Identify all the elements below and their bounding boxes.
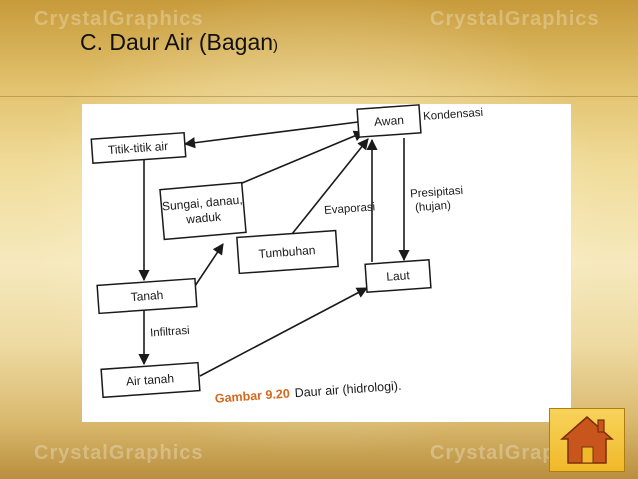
label-evaporasi: Evaporasi [324,201,376,217]
label-kondensasi: Kondensasi [423,107,484,123]
label-titik: Titik-titik air [107,139,168,157]
arrow-tanah-to-sungai [194,243,224,287]
box-sungai [159,181,247,241]
label-laut: Laut [386,268,411,284]
watermark-top-left: CrystalGraphics [34,8,204,30]
label-airtanah: Air tanah [126,371,175,388]
label-awan: Awan [374,113,405,129]
arrow-awan-to-titik [183,121,359,149]
box-titik [90,131,187,164]
diagram-canvas: Awan Titik-titik air Sungai, danau, wadu… [90,104,484,406]
home-icon [560,416,614,464]
label-presipitasi-line2: (hujan) [415,200,452,214]
caption-text: Daur air (hidrologi). [294,379,402,400]
arrow-airtanah-to-laut [199,287,368,377]
home-button[interactable] [549,408,625,472]
watermark-top-right: CrystalGraphics [430,8,600,30]
box-laut [364,259,432,293]
arrow-tumbuhan-to-awan [291,138,369,235]
label-tanah: Tanah [130,288,164,304]
label-tumbuhan: Tumbuhan [258,243,316,261]
box-airtanah [100,361,201,399]
watermark-bottom-left: CrystalGraphics [34,442,204,464]
diagram-caption: Gambar 9.20 Daur air (hidrologi). [214,379,402,406]
label-presipitasi-line1: Presipitasi [410,185,464,201]
arrow-sungai-to-awan [234,130,366,187]
diagram-boxes [90,104,432,399]
box-tumbuhan [236,229,339,275]
diagram-process-labels: Kondensasi Evaporasi Presipitasi (hujan)… [150,107,484,340]
slide-title: C. Daur Air (Bagan) [80,29,278,56]
slide-title-text: C. Daur Air (Bagan [80,29,274,55]
label-sungai-line2: waduk [185,209,223,226]
box-awan [356,104,422,138]
slide-title-paren: ) [273,37,279,54]
home-icon-door [581,446,594,464]
box-tanah [96,277,198,315]
caption-prefix: Gambar 9.20 [214,386,290,405]
home-icon-chimney [597,419,605,433]
water-cycle-diagram: Awan Titik-titik air Sungai, danau, wadu… [82,104,571,422]
diagram-arrows [138,121,410,377]
label-infiltrasi: Infiltrasi [150,325,190,340]
header-divider [0,96,638,97]
